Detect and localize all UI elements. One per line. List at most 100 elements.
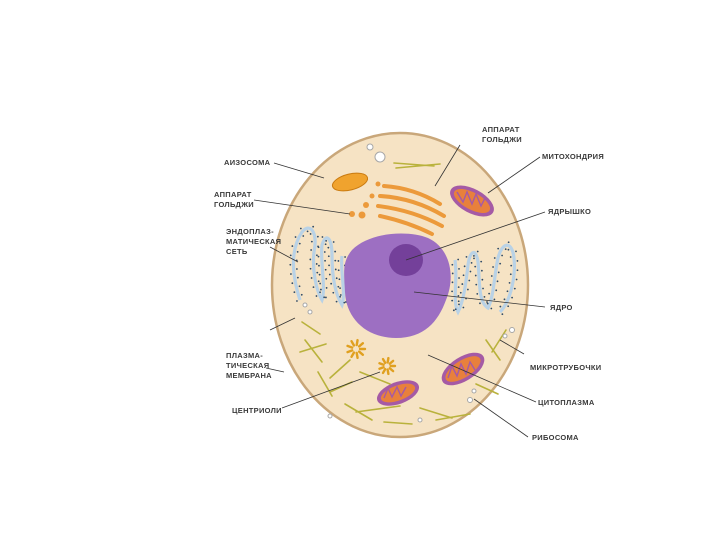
er-ribosome-dot [474,274,477,277]
er-ribosome-dot [339,287,341,290]
er-ribosome-dot [476,292,479,295]
er-ribosome-dot [507,248,510,251]
er-ribosome-dot [328,264,330,267]
er-ribosome-dot [309,258,312,261]
er-ribosome-dot [506,290,509,293]
er-ribosome-dot [323,296,326,299]
label-golgi-top-1: АППАРАТ [482,125,520,134]
er-ribosome-dot [459,291,462,294]
er-ribosome-dot [317,280,320,283]
er-ribosome-dot [318,273,321,276]
mitochondrion-top [450,185,494,217]
er-ribosome-dot [299,227,302,230]
endoplasmic-reticulum-left [291,226,346,309]
label-membrane-1: ПЛАЗМА- [226,351,263,360]
er-ribosome-dot [458,277,460,279]
er-ribosome-dot [474,265,477,268]
er-ribosome-dot [495,289,498,292]
er-ribosome-dot [298,242,301,245]
er-ribosome-dot [296,300,298,302]
er-ribosome-dot [330,282,333,285]
er-ribosome-dot [503,298,506,301]
er-ribosome-dot [489,284,492,286]
er-ribosome-dot [472,255,475,257]
er-dots-right [451,241,519,316]
leader-lines [253,144,546,438]
centriole-spoke [350,351,356,358]
er-ribosome-dot [509,273,512,276]
label-ribosome: РИБОСОМА [532,433,579,442]
er-ribosome-dot [332,291,335,294]
er-ribosome-dot [289,254,292,257]
er-ribosome-dot [513,287,516,290]
label-membrane-3: МЕМБРАНА [226,371,272,380]
er-ribosome-dot [293,291,296,294]
centriole-spoke [378,366,385,370]
mitochondrion-bottom-right [441,352,485,386]
er-ribosome-dot [325,277,328,280]
er-ribosome-dot [488,292,491,295]
label-er-3: СЕТЬ [226,247,248,256]
er-ribosome-dot [468,279,471,282]
er-ribosome-dot [480,260,483,263]
er-ribosome-dot [344,256,346,258]
er-ribosome-dot [470,261,473,264]
er-ribosome-dot [298,285,301,288]
er-ribosome-dot [325,287,328,289]
centriole-spoke [355,351,359,360]
er-ribosome-dot [316,254,318,257]
er-ribosome-dot [327,255,330,258]
er-ribosome-dot [497,271,500,274]
er-ribosome-dot [316,235,319,238]
centriole-spoke [346,344,354,349]
er-ribosome-dot [339,295,342,298]
er-ribosome-dot [306,230,309,233]
label-membrane-2: ТИЧЕСКАЯ [226,361,269,370]
er-ribosome-dot [315,263,318,265]
er-ribosome-dot [515,250,517,253]
er-ribosome-dot [508,281,511,284]
er-ribosome-dot [302,235,305,237]
er-ribosome-dot [507,241,510,244]
er-ribosome-dot [324,268,327,271]
centriole-spoke [386,356,390,364]
er-ribosome-dot [334,250,337,253]
vacuoles [302,143,515,423]
er-ribosome-dot [496,280,499,283]
centriole-spoke [386,368,390,376]
golgi-apparatus [376,184,446,236]
label-golgi-left-1: АППАРАТ [214,190,252,199]
mitochondrion-bottom-left [376,380,420,406]
label-cytoplasm: ЦИТОПЛАЗМА [538,398,595,407]
er-ribosome-dot [343,301,346,304]
er-ribosome-dot [295,268,298,270]
er-ribosome-dot [296,276,299,279]
er-ribosome-dot [334,259,337,262]
centriole-spoke [388,359,395,365]
er-ribosome-dot [493,298,496,301]
er-ribosome-dot [319,291,321,294]
er-ribosome-dot [317,246,320,249]
er-ribosome-dot [290,273,292,275]
er-ribosome-dot [334,268,337,271]
er-ribosome-dot [310,277,313,279]
er-ribosome-dot [328,273,331,276]
er-ribosome-dot [325,296,327,299]
er-ribosome-dot [516,260,519,262]
er-ribosome-dot [507,305,510,308]
er-ribosome-dot [458,303,460,306]
label-golgi-top-2: ГОЛЬДЖИ [482,135,522,144]
er-ribosome-dot [310,240,313,243]
er-ribosome-dot [309,267,312,270]
er-ribosome-dot [457,295,460,297]
er-ribosome-dot [457,286,460,288]
er-ribosome-dot [332,241,335,243]
er-ribosome-dot [312,225,315,228]
er-ribosome-dot [473,257,475,260]
nucleus [344,233,451,338]
er-ribosome-dot [321,236,324,238]
er-ribosome-dot [316,271,319,274]
er-ribosome-dot [479,302,481,305]
centriole-spoke [350,340,356,347]
er-ribosome-dot [457,258,460,261]
